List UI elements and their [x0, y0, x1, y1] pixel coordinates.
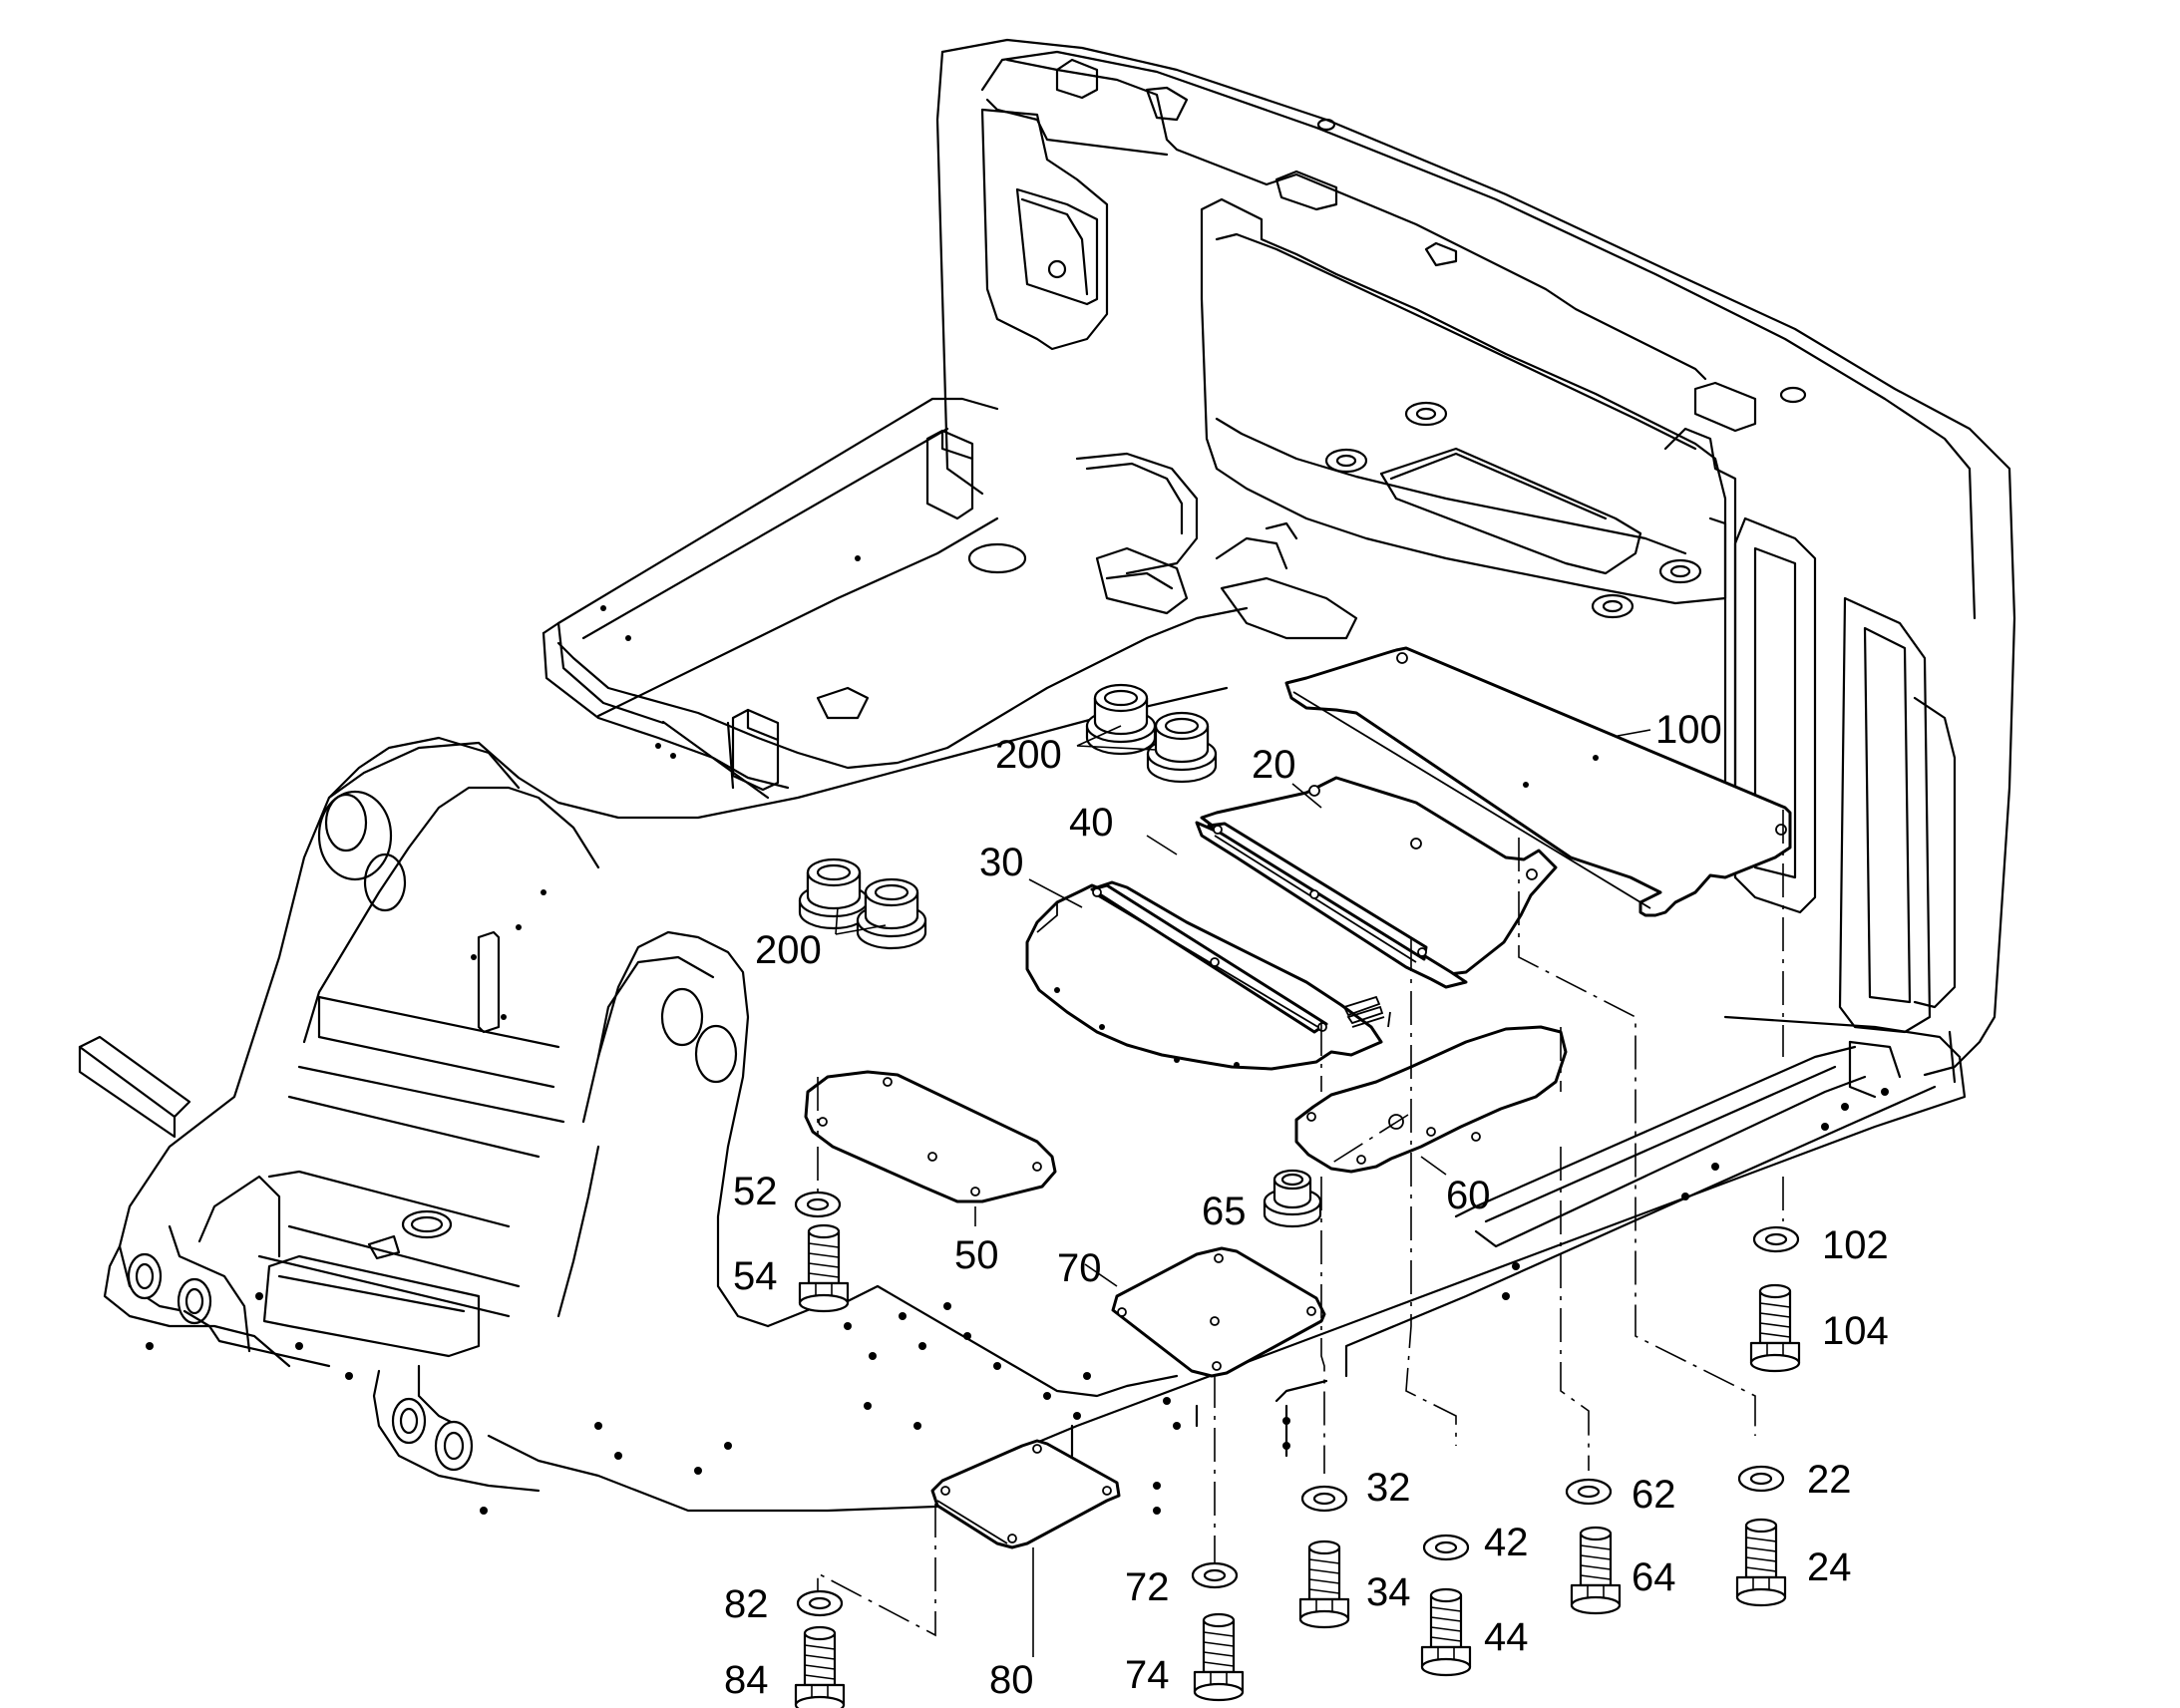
callout-64: 64	[1632, 1555, 1676, 1599]
callout-22: 22	[1807, 1458, 1852, 1502]
callout-102: 102	[1822, 1223, 1889, 1267]
callout-32: 32	[1366, 1466, 1411, 1510]
callout-60: 60	[1446, 1174, 1491, 1217]
callout-200-lower: 200	[755, 928, 822, 972]
bolt-64	[1570, 1526, 1622, 1615]
callout-40: 40	[1069, 801, 1114, 845]
bolt-24	[1735, 1518, 1787, 1607]
callout-52: 52	[733, 1170, 778, 1213]
callout-42: 42	[1484, 1521, 1529, 1564]
washer-42	[1422, 1534, 1470, 1561]
bolt-104	[1749, 1283, 1801, 1373]
callout-34: 34	[1366, 1570, 1411, 1614]
plate-60	[1294, 1025, 1568, 1174]
washer-102	[1752, 1225, 1800, 1253]
plate-40	[1195, 821, 1468, 989]
leader-lines	[835, 725, 1651, 1657]
bolt-34	[1298, 1539, 1350, 1629]
washer-32	[1300, 1485, 1348, 1513]
bolt-44	[1420, 1587, 1472, 1677]
callout-65: 65	[1202, 1190, 1247, 1233]
center-lines	[817, 810, 1784, 1637]
upper-frame	[935, 38, 2016, 1077]
callout-82: 82	[724, 1582, 769, 1626]
callout-104: 104	[1822, 1309, 1889, 1353]
plate-50	[804, 1070, 1057, 1203]
bolt-74	[1193, 1612, 1245, 1702]
washer-52	[794, 1191, 842, 1218]
bolt-54	[798, 1223, 850, 1313]
plate-70	[1111, 1246, 1326, 1378]
deck-holes	[594, 1088, 1889, 1515]
callout-100: 100	[1655, 708, 1722, 752]
callout-62: 62	[1632, 1473, 1676, 1517]
callout-84: 84	[724, 1658, 769, 1702]
callout-54: 54	[733, 1254, 778, 1298]
bushing-65	[1263, 1169, 1322, 1228]
bolt-84	[794, 1625, 846, 1708]
washer-22	[1737, 1465, 1785, 1493]
callout-labels: 100 20 40 30 200 200 52 54 50 60 65 70 1…	[724, 708, 1889, 1702]
boom-mount	[78, 736, 840, 1515]
boss-holes	[1316, 118, 1807, 619]
callout-72: 72	[1125, 1565, 1170, 1609]
callout-200-upper: 200	[995, 733, 1062, 777]
callout-24: 24	[1807, 1545, 1852, 1589]
plate-30	[1025, 880, 1391, 1071]
washer-72	[1191, 1561, 1239, 1589]
callout-74: 74	[1125, 1653, 1170, 1697]
callout-44: 44	[1484, 1615, 1529, 1659]
callout-50: 50	[954, 1233, 999, 1277]
callout-20: 20	[1252, 743, 1296, 787]
cab-mount	[542, 397, 1358, 800]
callout-30: 30	[979, 841, 1024, 884]
washer-82	[796, 1589, 844, 1617]
washer-62	[1565, 1478, 1613, 1506]
plate-80	[930, 1439, 1121, 1549]
callout-70: 70	[1057, 1246, 1102, 1290]
callout-80: 80	[989, 1658, 1034, 1702]
